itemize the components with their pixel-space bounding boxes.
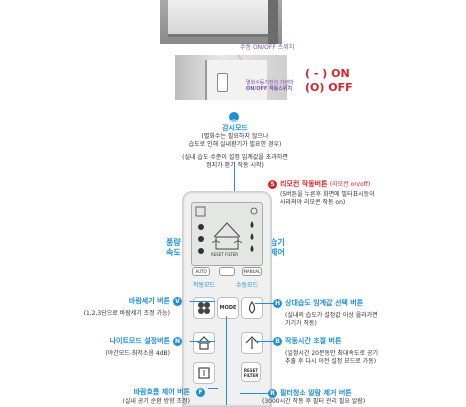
remote-button-desc-1: (5버튼을 누른후 화면에 필터표시등이 — [280, 191, 375, 198]
eye-icon — [229, 112, 239, 125]
power-switch — [217, 73, 228, 92]
mid-photo-caption: 멸화수등기전이 가렌마 ON/OFF 작동스위치 — [246, 80, 294, 92]
remote-button-suffix: (리모컨 on/off) — [329, 181, 371, 188]
auto-mode-label: 작동모드 — [193, 282, 216, 289]
airflow-button[interactable] — [193, 362, 215, 384]
fan-speed-line1: 풍량 — [166, 238, 181, 247]
feature-boost-timer: 작동시간 조절 버튼 (일정시간 20분동안 최대속도로 공기 추출 후 다시 … — [285, 337, 460, 366]
mid-photo — [175, 55, 287, 100]
manual-indicator: MANUAL — [242, 267, 262, 276]
remote-control: RESET FILTER AUTO MANUAL MODE RESET FILT… — [182, 191, 272, 407]
top-photo-caption: 수동 ON/OFF 스위치 — [240, 44, 295, 51]
monitor-mode-note-2: 정지가 환기 작동 시작) — [206, 162, 264, 169]
badge-v: V — [173, 297, 182, 306]
feature-humidity-threshold: 상대습도 임계값 선택 버튼 (실내의 습도가 설정값 이상 올라가면 기기가 … — [285, 299, 460, 328]
remote-badge: S — [268, 180, 277, 189]
feature-airflow-desc: (실내 공기 순환 방향 조정) — [122, 398, 190, 405]
switch-on-label: ( - ) ON — [305, 67, 350, 80]
connector-r — [240, 393, 268, 394]
manual-mode-label: 수동모드 — [236, 282, 259, 289]
connector-b — [255, 341, 273, 342]
top-photo — [160, 0, 282, 44]
feature-humidity-desc-2: 기기가 작동) — [285, 320, 317, 327]
night-mode-button[interactable] — [193, 332, 215, 354]
feature-boost-title: 작동시간 조절 버튼 — [285, 337, 342, 345]
feature-filter-reset: 필터청소 알람 제거 버튼 — [280, 389, 460, 398]
lcd-filter-text: RESET FILTER — [211, 252, 238, 257]
monitor-mode-note-1: (실내 습도 수준이 설정 임계값을 초과하면 — [182, 154, 288, 161]
boost-icon — [245, 336, 259, 349]
humidity-control-label: 습기 제어 — [270, 238, 285, 258]
remote-button-title: 리모컨 작동버튼 — [280, 180, 328, 188]
feature-fan-speed-desc: (1,2,3단으로 바람세기 조정 가능) — [83, 310, 170, 317]
feature-fan-speed: 바람세기 버튼 (1,2,3단으로 바람세기 조정 가능) — [60, 297, 170, 318]
badge-r: R — [268, 389, 277, 398]
switch-legend: ( - ) ON (O) OFF — [305, 67, 353, 95]
connector-v — [190, 301, 215, 302]
feature-night-mode-desc: (야간모드-최저소음 4dB) — [105, 350, 170, 357]
feature-airflow-title: 바람흐름 제어 버튼 — [133, 388, 190, 396]
monitor-mode-desc-1: (멸화수는 필요하지 않으나 — [201, 133, 269, 140]
connector-mode — [226, 316, 227, 405]
badge-b: B — [273, 337, 282, 346]
monitor-mode-block: 감시모드 (멸화수는 필요하지 않으나 습도로 인해 실내환기가 필요한 경우)… — [130, 124, 340, 170]
humidity-line2: 제어 — [270, 248, 285, 257]
connector-f — [208, 388, 218, 389]
humidity-line1: 습기 — [270, 238, 285, 247]
water-drop-icon — [248, 300, 256, 314]
eye-indicator — [219, 267, 235, 276]
lcd-screen: RESET FILTER — [191, 202, 263, 266]
remote-button-block: 리모컨 작동버튼 (리모컨 on/off) (5버튼을 누른후 화면에 필터표시… — [280, 180, 460, 207]
lcd-mode-row: AUTO MANUAL — [192, 267, 262, 276]
feature-airflow: 바람흐름 제어 버튼 (실내 공기 순환 방향 조정) — [80, 388, 190, 406]
feature-boost-desc-1: (일정시간 20분동안 최대속도로 공기 — [285, 350, 378, 357]
connector-n — [190, 341, 215, 342]
switch-off-label: (O) OFF — [305, 81, 353, 94]
monitor-mode-title: 감시모드 — [222, 124, 248, 132]
feature-fan-speed-title: 바람세기 버튼 — [128, 297, 170, 305]
feature-night-mode-title: 나이트모드 설정버튼 — [109, 337, 170, 345]
feature-filter-desc: (3000시간 작동 후 필터 관리 필요 알람) — [262, 398, 366, 405]
badge-h: H — [273, 299, 282, 308]
auto-indicator: AUTO — [192, 267, 210, 276]
remote-button-desc-2: 사라져야 리모콘 작동 on) — [280, 199, 346, 206]
reset-filter-button[interactable]: RESET FILTER — [241, 362, 261, 382]
feature-filter-title: 필터청소 알람 제거 버튼 — [280, 389, 352, 397]
mode-button[interactable]: MODE — [217, 297, 239, 319]
mid-caption-line1: 멸화수등기전이 가렌마 — [246, 80, 294, 86]
feature-boost-desc-2: 추출 후 다시 이전 설정 모드로 가동) — [285, 358, 377, 365]
ventilator-edge — [268, 0, 278, 44]
humidity-button[interactable] — [241, 297, 263, 319]
switch-panel — [205, 60, 267, 100]
ventilator-panel — [168, 0, 270, 37]
fan-speed-line2: 속도 — [166, 248, 181, 257]
house-icon — [197, 336, 211, 350]
feature-night-mode: 나이트모드 설정버튼 (야간모드-최저소음 4dB) — [60, 337, 170, 358]
fan-speed-button[interactable] — [193, 297, 215, 319]
mid-caption-line2: ON/OFF 작동스위치 — [246, 86, 293, 92]
reset-label-2: FILTER — [243, 373, 259, 378]
connector-h — [255, 303, 273, 304]
monitor-mode-desc-2: 습도로 인해 실내환기가 필요한 경우) — [188, 141, 282, 148]
monitor-connector — [234, 162, 235, 191]
boost-button[interactable] — [241, 332, 263, 354]
fan-speed-label: 풍량 속도 — [166, 238, 181, 258]
fan-icon — [198, 302, 210, 314]
badge-f: F — [196, 388, 205, 397]
reset-label-1: RESET — [243, 368, 259, 373]
lcd-icons — [195, 206, 258, 254]
feature-humidity-desc-1: (실내의 습도가 설정값 이상 올라가면 — [285, 312, 378, 319]
badge-n: N — [173, 337, 182, 346]
airflow-icon — [198, 367, 210, 379]
feature-humidity-title: 상대습도 임계값 선택 버튼 — [285, 299, 364, 307]
